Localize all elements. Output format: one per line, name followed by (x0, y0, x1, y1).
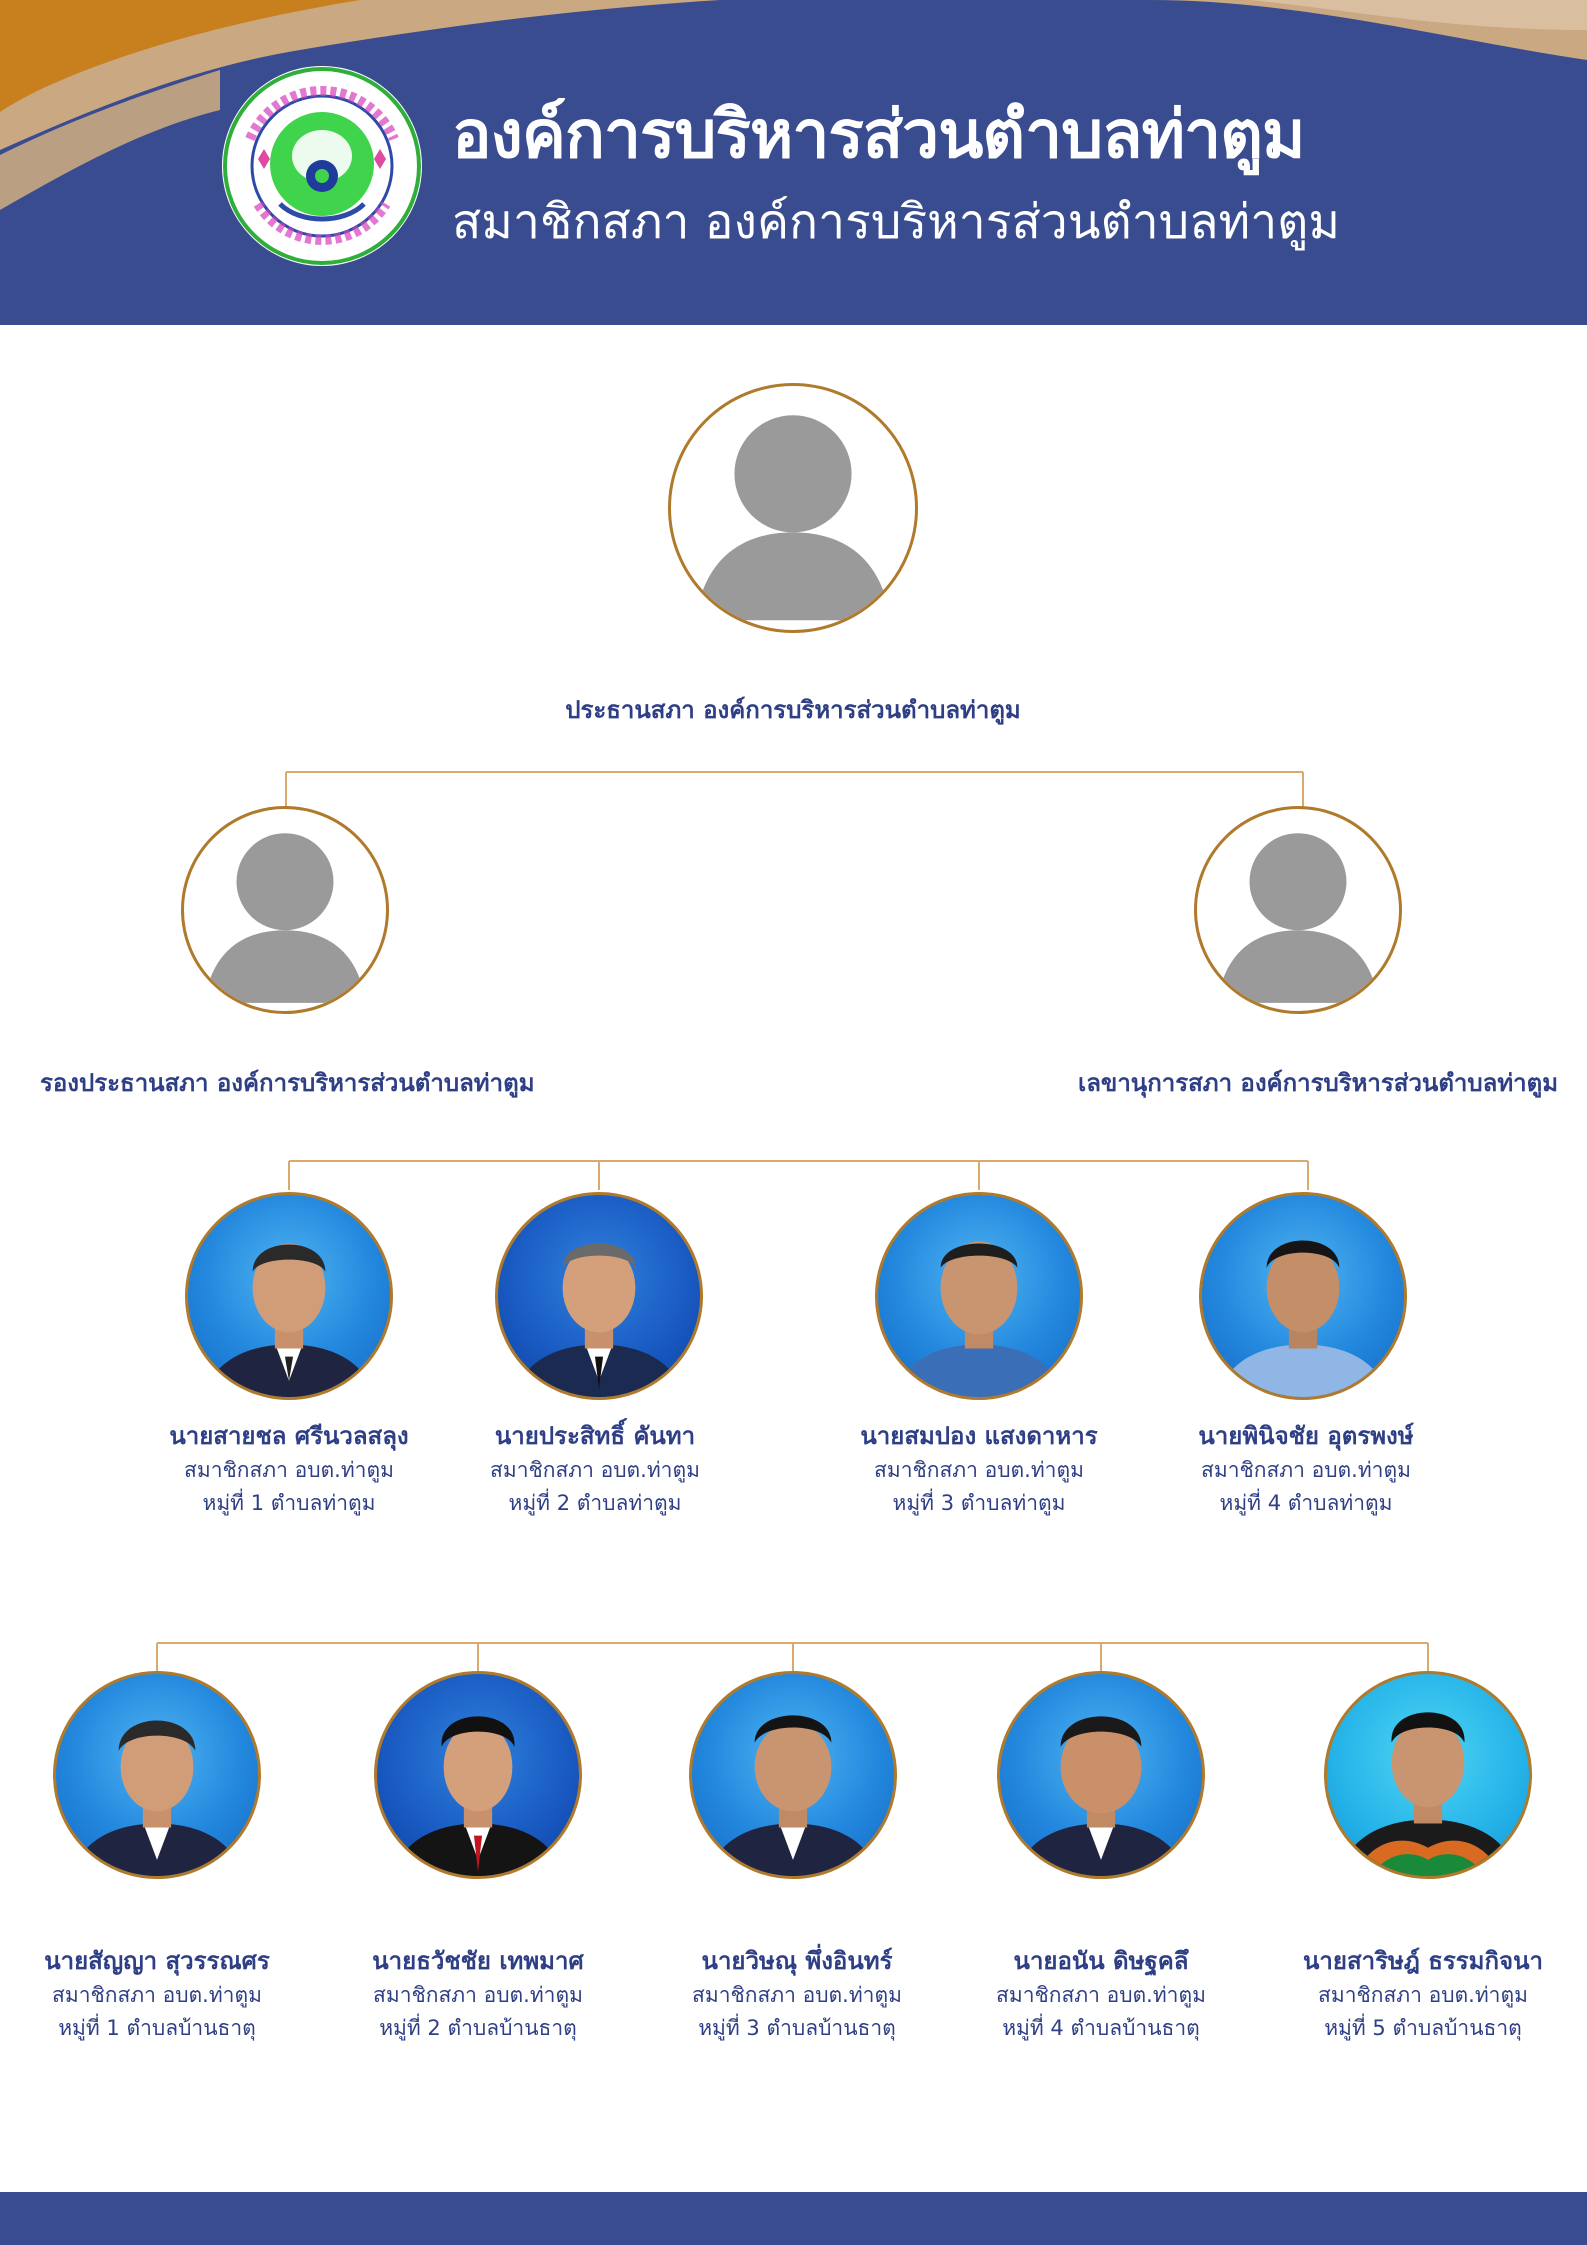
secretary-avatar (1194, 806, 1402, 1014)
member-photo (1199, 1192, 1407, 1400)
member-card: นายอนัน ดิษฐคลึ สมาชิกสภา อบต.ท่าตูม หมู… (951, 1943, 1251, 2045)
vice-chairman-avatar (181, 806, 389, 1014)
member-area: หมู่ที่ 4 ตำบลบ้านธาตุ (1002, 2016, 1200, 2040)
member-portrait (1218, 1240, 1388, 1397)
member-photo (185, 1192, 393, 1400)
member-portrait (1339, 1712, 1517, 1876)
secretary-role: เลขานุการสภา องค์การบริหารส่วนตำบลท่าตูม (1078, 1069, 1559, 1097)
member-area: หมู่ที่ 3 ตำบลท่าตูม (892, 1491, 1066, 1515)
member-name: นายธวัชชัย เทพมาศ (372, 1947, 584, 1975)
page-subtitle: สมาชิกสภา องค์การบริหารส่วนตำบลท่าตูม (452, 194, 1340, 250)
member-portrait (894, 1241, 1064, 1397)
member-position: สมาชิกสภา อบต.ท่าตูม (490, 1458, 700, 1482)
member-card: นายธวัชชัย เทพมาศ สมาชิกสภา อบต.ท่าตูม ห… (328, 1943, 628, 2045)
member-photo (1324, 1671, 1532, 1879)
member-portrait (393, 1716, 563, 1876)
member-position: สมาชิกสภา อบต.ท่าตูม (52, 1983, 262, 2007)
member-area: หมู่ที่ 1 ตำบลบ้านธาตุ (58, 2016, 256, 2040)
member-name: นายสัญญา สุวรรณศร (44, 1947, 270, 1975)
member-card: นายสาริษฎ์ ธรรมกิจนา สมาชิกสภา อบต.ท่าตู… (1273, 1943, 1573, 2045)
member-name: นายวิษณุ พึ่งอินทร์ (701, 1947, 893, 1975)
member-card: นายพินิจชัย อุตรพงษ์ สมาชิกสภา อบต.ท่าตู… (1156, 1418, 1456, 1520)
member-area: หมู่ที่ 2 ตำบลท่าตูม (508, 1491, 682, 1515)
organization-seal-logo (222, 66, 422, 266)
member-card: นายสัญญา สุวรรณศร สมาชิกสภา อบต.ท่าตูม ห… (7, 1943, 307, 2045)
person-placeholder-icon (1217, 833, 1379, 1003)
vice-chairman-role: รองประธานสภา องค์การบริหารส่วนตำบลท่าตูม (40, 1069, 535, 1097)
member-name: นายอนัน ดิษฐคลึ (1013, 1947, 1189, 1975)
member-portrait (204, 1243, 374, 1397)
chairman-avatar (668, 383, 918, 633)
member-portrait (1016, 1716, 1186, 1876)
member-portrait (72, 1720, 242, 1876)
member-name: นายสมปอง แสงดาหาร (860, 1422, 1098, 1450)
member-area: หมู่ที่ 2 ตำบลบ้านธาตุ (379, 2016, 577, 2040)
member-area: หมู่ที่ 4 ตำบลท่าตูม (1219, 1491, 1393, 1515)
member-card: นายสายชล ศรีนวลสลุง สมาชิกสภา อบต.ท่าตูม… (139, 1418, 439, 1520)
member-position: สมาชิกสภา อบต.ท่าตูม (373, 1983, 583, 2007)
header-wave-decoration (0, 0, 1587, 210)
member-name: นายสายชล ศรีนวลสลุง (169, 1422, 409, 1450)
member-photo (689, 1671, 897, 1879)
member-position: สมาชิกสภา อบต.ท่าตูม (184, 1458, 394, 1482)
header-banner: องค์การบริหารส่วนตำบลท่าตูม สมาชิกสภา อง… (0, 0, 1587, 325)
member-name: นายประสิทธิ์ คันทา (494, 1422, 696, 1450)
member-card: นายสมปอง แสงดาหาร สมาชิกสภา อบต.ท่าตูม ห… (829, 1418, 1129, 1520)
member-position: สมาชิกสภา อบต.ท่าตูม (1318, 1983, 1528, 2007)
person-placeholder-icon (204, 833, 366, 1003)
member-photo (875, 1192, 1083, 1400)
member-card: นายวิษณุ พึ่งอินทร์ สมาชิกสภา อบต.ท่าตูม… (647, 1943, 947, 2045)
member-photo (53, 1671, 261, 1879)
member-card: นายประสิทธิ์ คันทา สมาชิกสภา อบต.ท่าตูม … (445, 1418, 745, 1520)
member-portrait (708, 1715, 878, 1876)
member-area: หมู่ที่ 5 ตำบลบ้านธาตุ (1324, 2016, 1522, 2040)
footer-bar (0, 2192, 1587, 2245)
member-position: สมาชิกสภา อบต.ท่าตูม (996, 1983, 1206, 2007)
member-name: นายพินิจชัย อุตรพงษ์ (1198, 1422, 1414, 1450)
member-photo (997, 1671, 1205, 1879)
member-area: หมู่ที่ 3 ตำบลบ้านธาตุ (698, 2016, 896, 2040)
chairman-role: ประธานสภา องค์การบริหารส่วนตำบลท่าตูม (565, 696, 1021, 724)
member-area: หมู่ที่ 1 ตำบลท่าตูม (202, 1491, 376, 1515)
member-position: สมาชิกสภา อบต.ท่าตูม (874, 1458, 1084, 1482)
page-title: องค์การบริหารส่วนตำบลท่าตูม (452, 96, 1306, 173)
member-position: สมาชิกสภา อบต.ท่าตูม (1201, 1458, 1411, 1482)
member-photo (495, 1192, 703, 1400)
person-placeholder-icon (695, 415, 891, 621)
member-position: สมาชิกสภา อบต.ท่าตูม (692, 1983, 902, 2007)
member-photo (374, 1671, 582, 1879)
member-portrait (514, 1243, 684, 1397)
member-name: นายสาริษฎ์ ธรรมกิจนา (1303, 1947, 1543, 1975)
